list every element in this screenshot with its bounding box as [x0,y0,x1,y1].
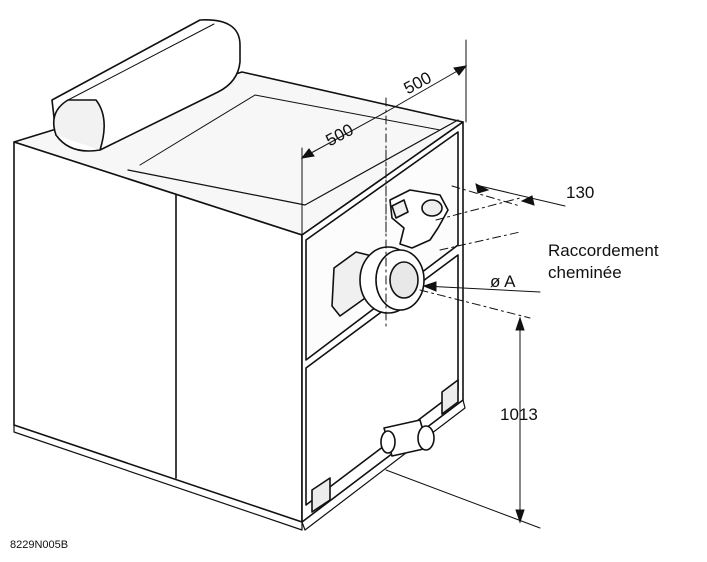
burner-port [421,199,443,217]
dim-arrow-130-right [520,195,535,206]
control-box-front [52,99,105,151]
dim-label-130: 130 [566,183,594,202]
dim-label-500-depth: 500 [401,68,435,98]
dim-line-500-width [301,111,387,159]
lower-pipe-start [380,430,396,454]
dim-arrow-left [300,148,315,159]
burner-nozzle [391,199,409,219]
dim-line-130 [479,185,566,207]
side-base [301,399,466,531]
dim-arrow-1013-top [515,316,525,331]
dim-arrow-130-left [475,183,490,194]
centerline-flue-side [439,231,521,251]
label-diameter: ø A [490,272,516,291]
top-inner-edge [127,119,459,206]
lower-pipe-end [417,425,435,451]
label-connection-line2: cheminée [548,263,622,282]
leader-flue [423,285,541,293]
flue-outlet-inner [389,261,419,299]
extension-130-a [451,185,521,207]
dim-arrow-right [453,65,468,76]
leader-flue-arrow [422,281,437,292]
dim-line-500-depth [385,65,467,113]
foot-front [311,477,331,513]
reference-code: 8229N005B [10,539,68,551]
top-rear-edge [139,94,441,166]
dim-arrow-1013-bottom [515,509,525,524]
dim-label-1013: 1013 [500,405,538,424]
extension-1013-bottom [385,469,541,529]
control-box-highlight [67,23,215,101]
label-connection-line1: Raccordement [548,241,659,260]
front-base [13,424,303,531]
extension-130-b [435,197,521,221]
centerline-flue-horizontal [419,289,531,319]
foot-rear [441,379,459,415]
